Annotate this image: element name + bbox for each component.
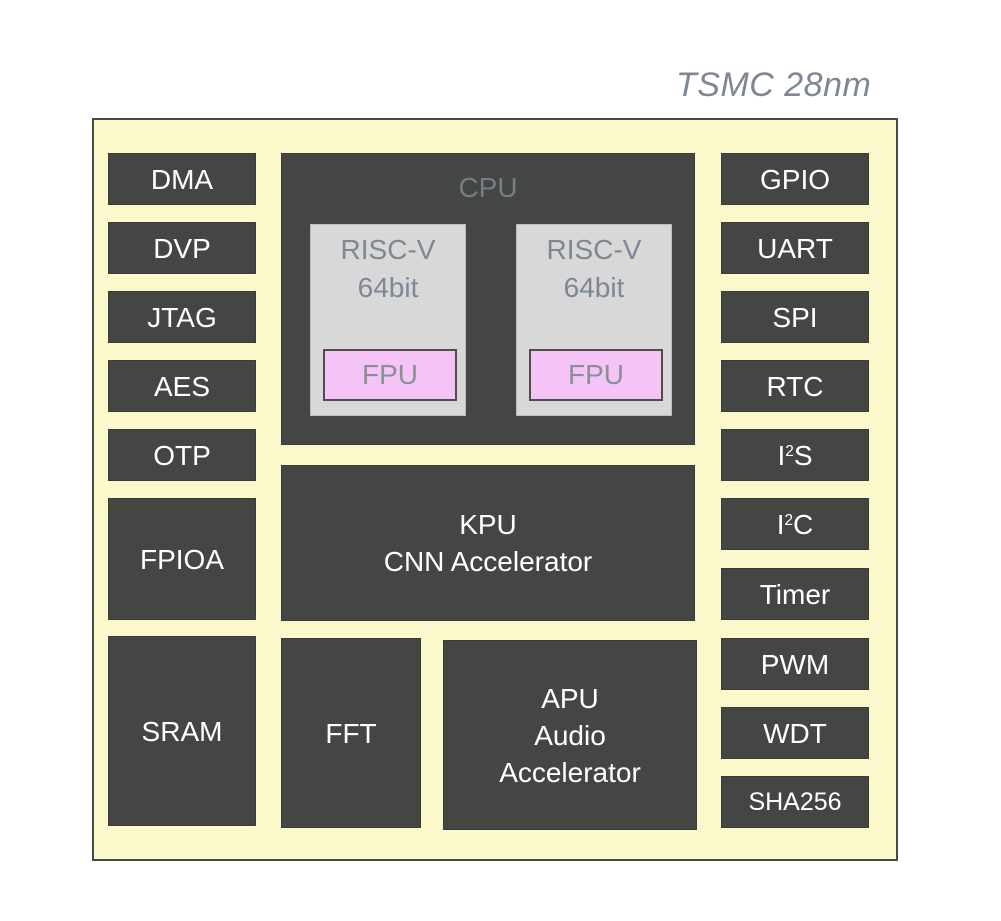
uart-block: UART xyxy=(721,222,869,274)
process-node-label: TSMC 28nm xyxy=(676,66,872,104)
risc-v-core-2: RISC-V 64bit FPU xyxy=(516,224,672,416)
dvp-block: DVP xyxy=(108,222,256,274)
core-1-fpu-label: FPU xyxy=(362,359,418,390)
timer-block: Timer xyxy=(721,568,869,620)
uart-label: UART xyxy=(757,232,833,264)
apu-subtitle-2: Accelerator xyxy=(499,756,641,788)
spi-label: SPI xyxy=(772,301,818,333)
core-2-fpu: FPU xyxy=(529,349,663,401)
gpio-label: GPIO xyxy=(759,163,830,195)
wdt-label: WDT xyxy=(763,717,827,749)
spi-block: SPI xyxy=(721,291,869,343)
wdt-block: WDT xyxy=(721,707,869,759)
apu-title: APU xyxy=(541,682,599,714)
core-2-width: 64bit xyxy=(563,272,625,303)
risc-v-core-1: RISC-V 64bit FPU xyxy=(310,224,466,416)
core-2-arch: RISC-V xyxy=(546,234,642,265)
fpioa-block: FPIOA xyxy=(108,498,256,620)
i2s-block: I2S xyxy=(721,429,869,481)
pwm-block: PWM xyxy=(721,638,869,690)
apu-subtitle-1: Audio xyxy=(534,719,606,751)
timer-label: Timer xyxy=(759,578,831,610)
i2c-label: I2C xyxy=(777,506,814,543)
dma-label: DMA xyxy=(150,163,214,195)
i2c-prefix: I xyxy=(776,508,785,540)
otp-block: OTP xyxy=(108,429,256,481)
fpioa-label: FPIOA xyxy=(139,543,224,575)
otp-label: OTP xyxy=(153,439,211,471)
i2s-label: I2S xyxy=(777,437,812,474)
i2s-prefix: I xyxy=(777,439,786,471)
i2c-suffix: C xyxy=(793,508,814,540)
core-1-fpu: FPU xyxy=(323,349,457,401)
cpu-title: CPU xyxy=(458,172,518,203)
dvp-label: DVP xyxy=(153,232,211,264)
aes-block: AES xyxy=(108,360,256,412)
sha256-label: SHA256 xyxy=(748,787,842,816)
dma-block: DMA xyxy=(108,153,256,205)
core-1-arch: RISC-V xyxy=(340,234,436,265)
sram-label: SRAM xyxy=(141,715,223,747)
jtag-label: JTAG xyxy=(147,301,217,333)
jtag-block: JTAG xyxy=(108,291,256,343)
fft-label: FFT xyxy=(325,717,377,749)
core-2-fpu-label: FPU xyxy=(568,359,624,390)
core-1-label: RISC-V 64bit xyxy=(311,231,465,307)
gpio-block: GPIO xyxy=(721,153,869,205)
core-1-width: 64bit xyxy=(357,272,419,303)
rtc-block: RTC xyxy=(721,360,869,412)
cpu-block: CPU RISC-V 64bit FPU RISC-V 64bit FPU xyxy=(281,153,695,445)
kpu-subtitle: CNN Accelerator xyxy=(383,546,593,577)
i2s-superscript: 2 xyxy=(785,443,794,461)
kpu-title: KPU xyxy=(459,509,517,540)
rtc-label: RTC xyxy=(766,370,824,402)
sha256-block: SHA256 xyxy=(721,776,869,828)
kpu-block: KPU CNN Accelerator xyxy=(281,465,695,621)
sram-block: SRAM xyxy=(108,636,256,826)
pwm-label: PWM xyxy=(760,648,830,680)
i2c-block: I2C xyxy=(721,498,869,550)
core-2-label: RISC-V 64bit xyxy=(517,231,671,307)
aes-label: AES xyxy=(153,370,211,402)
fft-block: FFT xyxy=(281,638,421,828)
i2s-suffix: S xyxy=(793,439,813,471)
i2c-superscript: 2 xyxy=(784,512,794,530)
apu-block: APU Audio Accelerator xyxy=(443,640,697,830)
